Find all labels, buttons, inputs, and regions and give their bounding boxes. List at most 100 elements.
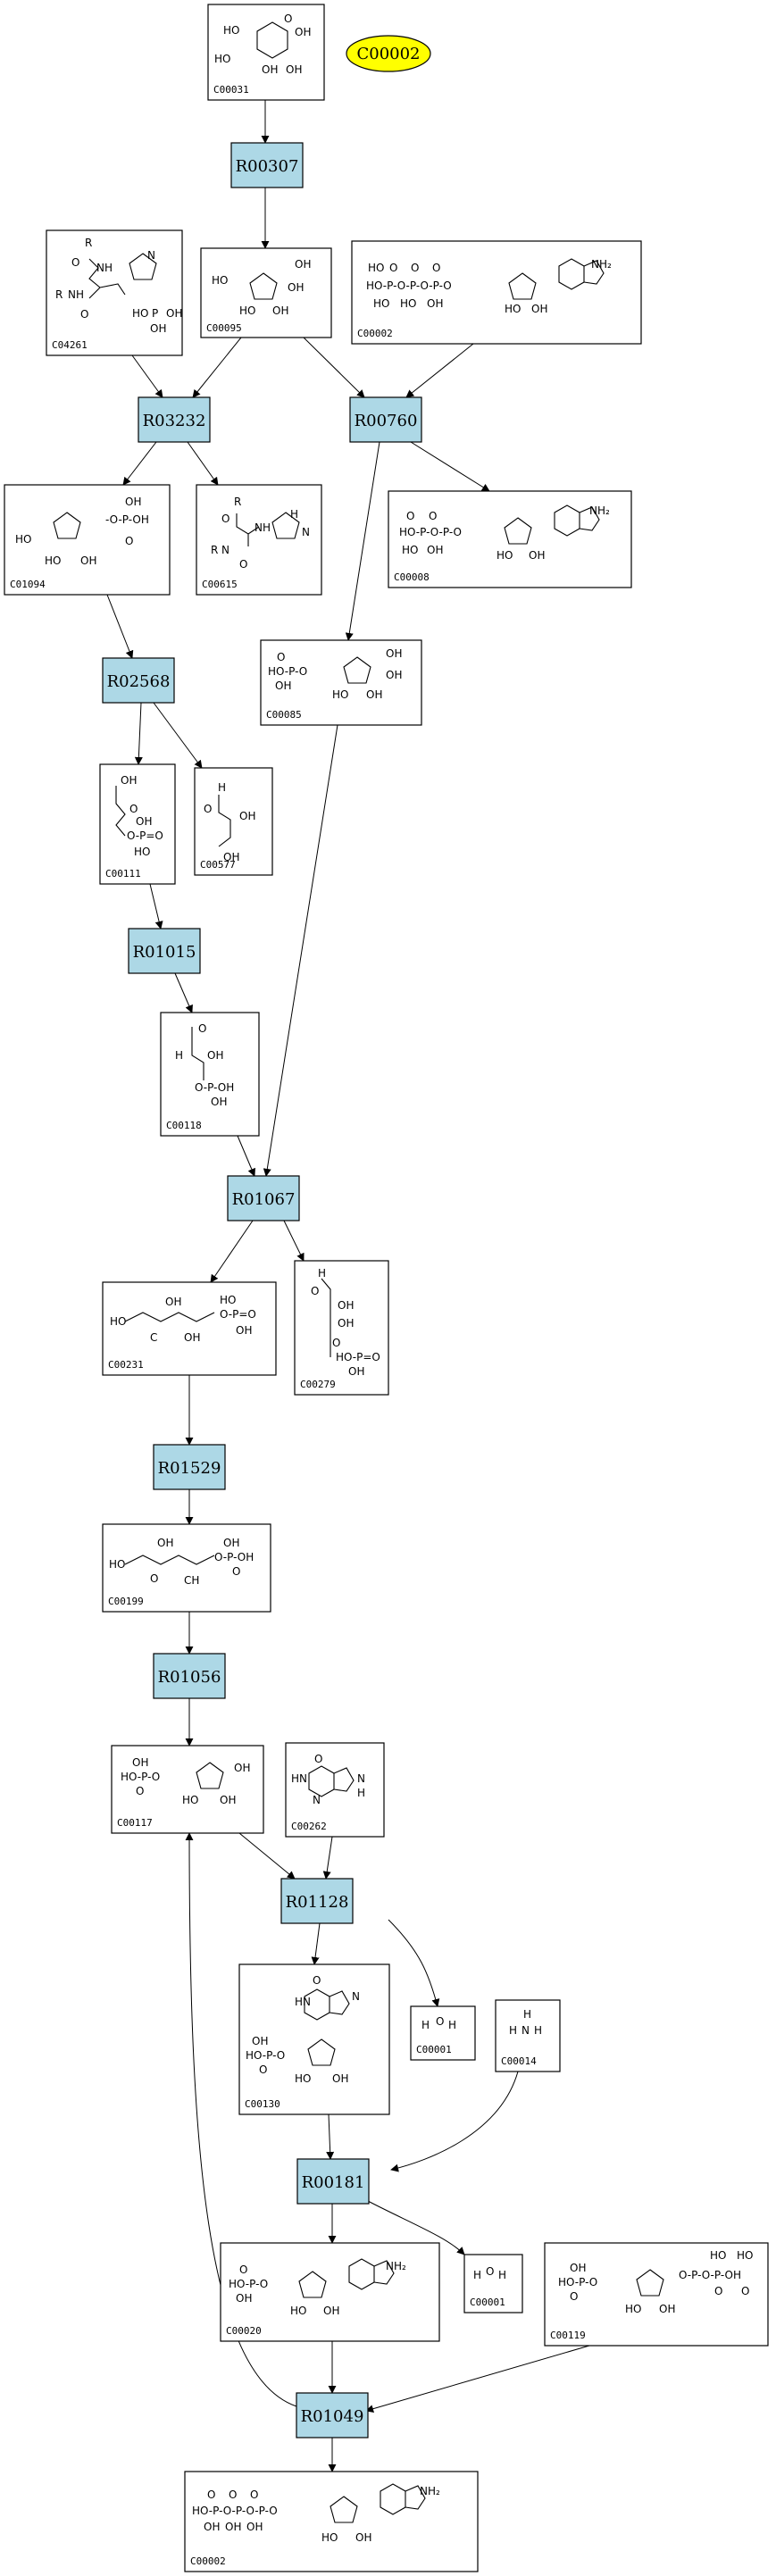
svg-text:OH: OH	[136, 815, 152, 828]
edge-r03232-c00615	[187, 441, 219, 486]
svg-text:OH: OH	[323, 2305, 339, 2317]
reaction-r01128[interactable]: R01128	[280, 1878, 354, 1924]
reaction-r00181[interactable]: R00181	[296, 2158, 370, 2205]
svg-text:HO-P-O: HO-P-O	[558, 2276, 597, 2288]
structure-c00118: OH OHO-P-OH OH	[175, 1022, 234, 1108]
edge-r02568-c00577	[153, 702, 203, 769]
edge-c00130-r00181	[326, 2113, 335, 2160]
reaction-r02568[interactable]: R02568	[102, 657, 175, 704]
svg-text:HO: HO	[496, 549, 513, 562]
reaction-r01015[interactable]: R01015	[128, 928, 201, 974]
svg-text:O: O	[389, 262, 397, 274]
compound-c00118[interactable]: OH OHO-P-OH OH C00118	[160, 1012, 260, 1137]
svg-text:O: O	[314, 1753, 322, 1765]
compound-id: C00118	[166, 1120, 202, 1131]
reaction-r01056[interactable]: R01056	[153, 1653, 226, 1699]
compound-id: C00117	[117, 1817, 153, 1829]
compound-c00615[interactable]: RO NHR NO HN C00615	[196, 484, 322, 596]
svg-text:O-P=O: O-P=O	[220, 1308, 256, 1321]
svg-text:OH: OH	[157, 1537, 173, 1549]
compound-id: C04261	[52, 339, 88, 351]
svg-text:N: N	[357, 1772, 365, 1785]
reaction-r01529[interactable]: R01529	[153, 1444, 226, 1490]
svg-text:NH: NH	[68, 288, 84, 301]
svg-text:OH: OH	[262, 63, 278, 76]
svg-text:O-P-OH: O-P-OH	[214, 1551, 254, 1563]
compound-id: C00008	[394, 571, 430, 583]
reaction-r01049[interactable]: R01049	[296, 2392, 369, 2438]
svg-text:HO: HO	[402, 544, 418, 556]
svg-text:O: O	[129, 803, 138, 815]
target-node[interactable]: C00002	[346, 35, 431, 72]
compound-c00262[interactable]: OHN NH N C00262	[285, 1742, 385, 1838]
reaction-r00760[interactable]: R00760	[349, 396, 422, 443]
svg-text:OH: OH	[427, 297, 443, 310]
target-label: C00002	[356, 45, 420, 63]
svg-text:HO: HO	[290, 2305, 306, 2317]
edge-c00111-r01015	[149, 883, 163, 930]
svg-text:HO: HO	[625, 2303, 641, 2315]
svg-text:H: H	[175, 1049, 183, 1062]
compound-id: C00231	[108, 1359, 144, 1371]
compound-id: C00095	[206, 322, 242, 334]
svg-text:H: H	[218, 781, 226, 794]
svg-text:O: O	[250, 2488, 258, 2501]
edge-c00002-r00760	[405, 343, 474, 398]
svg-text:OH: OH	[570, 2262, 586, 2274]
svg-text:HO: HO	[295, 2072, 311, 2085]
svg-text:OH: OH	[427, 544, 443, 556]
svg-text:N: N	[147, 249, 155, 262]
svg-text:OH: OH	[223, 851, 239, 863]
edge-r00181-c00001	[367, 2200, 465, 2255]
svg-text:NH₂: NH₂	[589, 504, 610, 517]
svg-text:O: O	[411, 262, 419, 274]
svg-text:O: O	[232, 1565, 240, 1578]
svg-text:OH: OH	[246, 2521, 263, 2533]
svg-text:HO-P-O: HO-P-O	[229, 2278, 268, 2290]
svg-text:O: O	[229, 2488, 237, 2501]
svg-text:HO: HO	[400, 297, 416, 310]
svg-text:HO: HO	[710, 2249, 726, 2262]
svg-text:O-P=O: O-P=O	[127, 829, 163, 842]
svg-text:OH: OH	[386, 647, 402, 660]
reaction-label: R01015	[133, 943, 196, 962]
reaction-r00307[interactable]: R00307	[230, 142, 304, 188]
svg-text:P: P	[152, 307, 158, 320]
edge-c00118-r01067	[237, 1135, 255, 1177]
compound-c00111[interactable]: OHO OHO-P=O HO C00111	[99, 763, 176, 885]
svg-text:OH: OH	[204, 2521, 220, 2533]
svg-text:OH: OH	[288, 281, 304, 294]
edge-r01049-c00117	[185, 1832, 297, 2407]
reaction-r03232[interactable]: R03232	[138, 396, 211, 443]
svg-text:N: N	[522, 2024, 530, 2037]
reaction-r01067[interactable]: R01067	[227, 1175, 300, 1221]
svg-text:O: O	[486, 2265, 494, 2278]
svg-text:OH: OH	[165, 1296, 181, 1308]
